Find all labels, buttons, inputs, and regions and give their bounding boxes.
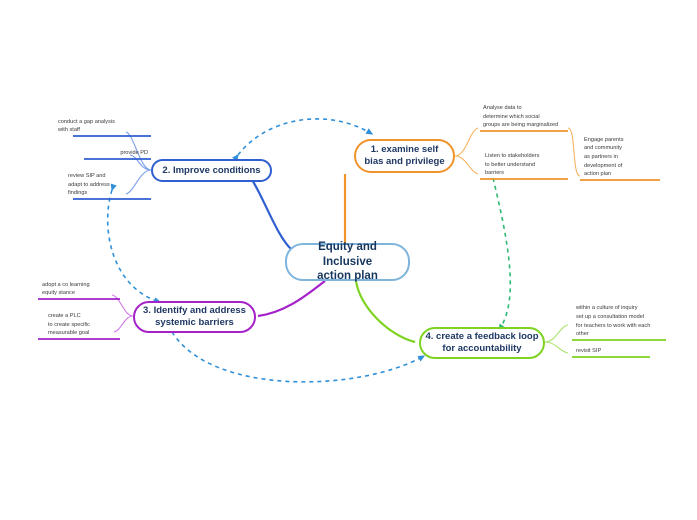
spine-branch-1-outer — [567, 127, 581, 177]
dashed-link-branch2-branch3 — [106, 183, 162, 304]
leaf-review-sip-adapt[interactable]: review SIP and adapt to address findings — [68, 173, 110, 197]
leaf-culture-of-inquiry[interactable]: within a culture of inquiry set up a con… — [576, 305, 651, 338]
leaf-conduct-gap-analysis[interactable]: conduct a gap analysis with staff — [58, 118, 115, 134]
connector-center-to-branch-4 — [354, 280, 416, 344]
dashed-link-barriers-branch4 — [492, 177, 512, 332]
leaf-engage-parents-community[interactable]: Engage parents and community as partners… — [584, 136, 624, 178]
spine-branch-4 — [544, 324, 569, 354]
connector-center-to-branch-2 — [246, 171, 293, 251]
leaf-revisit-sip[interactable]: revisit SIP — [576, 348, 602, 355]
center-node[interactable]: Equity and Inclusive action plan — [285, 241, 410, 282]
branch-node-1-examine-self-bias[interactable]: 1. examine self bias and privilege — [354, 139, 455, 173]
branch-node-4-feedback-loop[interactable]: 4. create a feedback loop for accountabi… — [419, 327, 545, 359]
dashed-link-branch2-branch1 — [231, 118, 374, 162]
branch-node-3-systemic-barriers[interactable]: 3. Identify and address systemic barrier… — [133, 301, 256, 333]
leaf-listen-to-stakeholders[interactable]: Listen to stakeholders to better underst… — [485, 153, 540, 177]
connector-center-to-branch-3 — [257, 280, 326, 318]
leaf-analyse-data-marginalized[interactable]: Analyse data to determine which social g… — [483, 105, 559, 129]
spine-branch-1 — [454, 127, 479, 175]
dashed-link-branch3-branch4 — [166, 325, 426, 383]
leaf-provide-pd[interactable]: provide PD — [120, 150, 148, 157]
leaf-adopt-co-learning-stance[interactable]: adopt a co learning equity stance — [42, 281, 90, 297]
leaf-create-plc[interactable]: create a PLC to create specific measurab… — [48, 313, 90, 337]
branch-node-2-improve-conditions[interactable]: 2. Improve conditions — [151, 159, 272, 182]
